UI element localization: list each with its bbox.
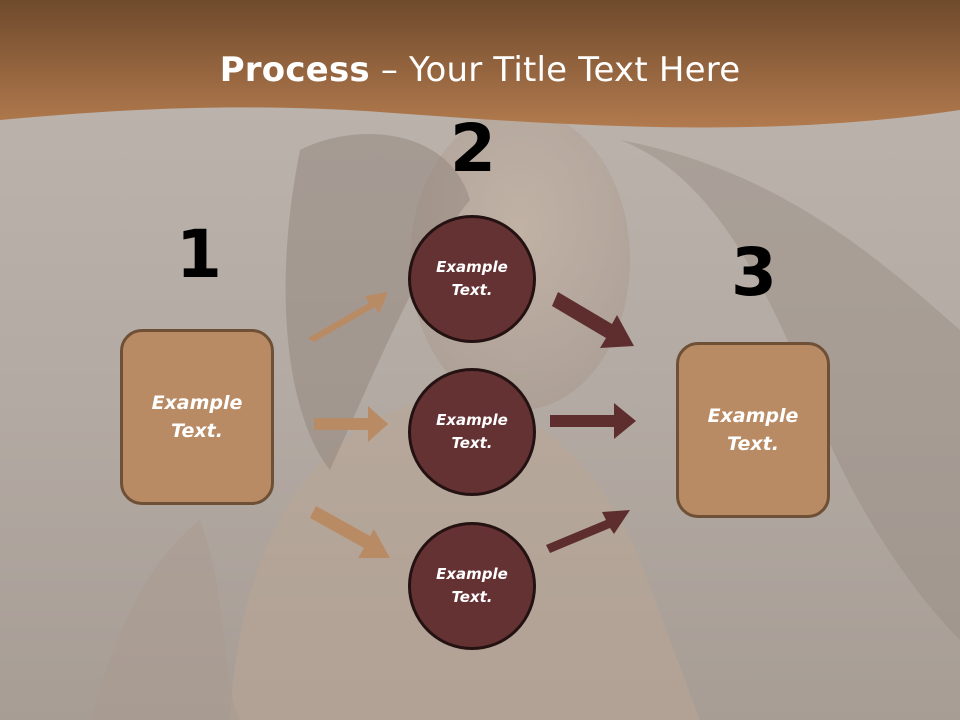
top-circle-label: Example Text.: [436, 257, 508, 299]
arrow-left-to-top: [308, 292, 388, 342]
title-rest: – Your Title Text Here: [369, 50, 741, 90]
step-number-2: 2: [450, 110, 496, 187]
left-box-label: Example Text.: [151, 391, 243, 443]
arrow-left-to-middle: [314, 406, 388, 442]
arrow-left-to-bottom: [310, 506, 390, 558]
arrow-bottom-to-right: [546, 510, 630, 553]
arrow-middle-to-right: [550, 403, 636, 439]
right-box-label: Example Text.: [707, 404, 799, 456]
middle-process-circle: Example Text.: [408, 368, 536, 496]
top-process-circle: Example Text.: [408, 215, 536, 343]
slide-title: Process – Your Title Text Here: [0, 50, 960, 90]
step-number-3: 3: [731, 234, 777, 311]
title-banner: [0, 0, 960, 128]
step-number-1: 1: [176, 216, 222, 293]
title-bold: Process: [219, 50, 370, 90]
arrow-top-to-right: [552, 292, 634, 348]
left-process-box: Example Text.: [120, 329, 274, 505]
bottom-circle-label: Example Text.: [436, 564, 508, 606]
right-process-box: Example Text.: [676, 342, 830, 518]
middle-circle-label: Example Text.: [436, 410, 508, 452]
bottom-process-circle: Example Text.: [408, 522, 536, 650]
